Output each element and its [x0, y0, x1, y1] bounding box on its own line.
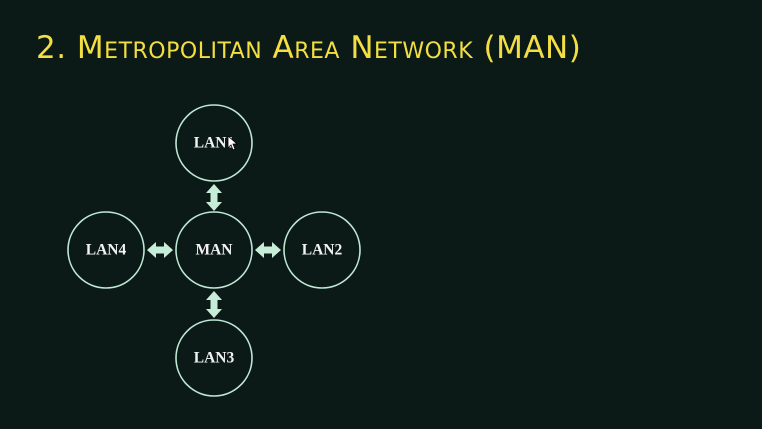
- node-man-circle: [175, 211, 253, 289]
- node-lan3-circle: [175, 319, 253, 397]
- node-lan3: LAN3: [175, 319, 253, 397]
- arrow-man-lan3: [206, 291, 222, 318]
- node-lan2-circle: [283, 211, 361, 289]
- node-lan4: LAN4: [67, 211, 145, 289]
- node-lan3-label: LAN3: [194, 350, 235, 367]
- arrow-man-lan4: [147, 242, 173, 258]
- arrow-man-lan2: [255, 242, 281, 258]
- node-lan1: LAN1: [175, 104, 253, 182]
- node-lan2: LAN2: [283, 211, 361, 289]
- node-lan1-circle: [175, 104, 253, 182]
- node-lan1-label: LAN1: [194, 135, 234, 152]
- node-man: MAN: [175, 211, 253, 289]
- slide-title: 2. Metropolitan Area Network (MAN): [36, 30, 582, 66]
- node-lan2-label: LAN2: [302, 242, 343, 259]
- node-man-label: MAN: [195, 242, 232, 259]
- arrow-man-lan1: [206, 184, 222, 211]
- mouse-cursor-icon: [227, 135, 239, 151]
- node-lan4-label: LAN4: [86, 242, 127, 259]
- node-lan4-circle: [67, 211, 145, 289]
